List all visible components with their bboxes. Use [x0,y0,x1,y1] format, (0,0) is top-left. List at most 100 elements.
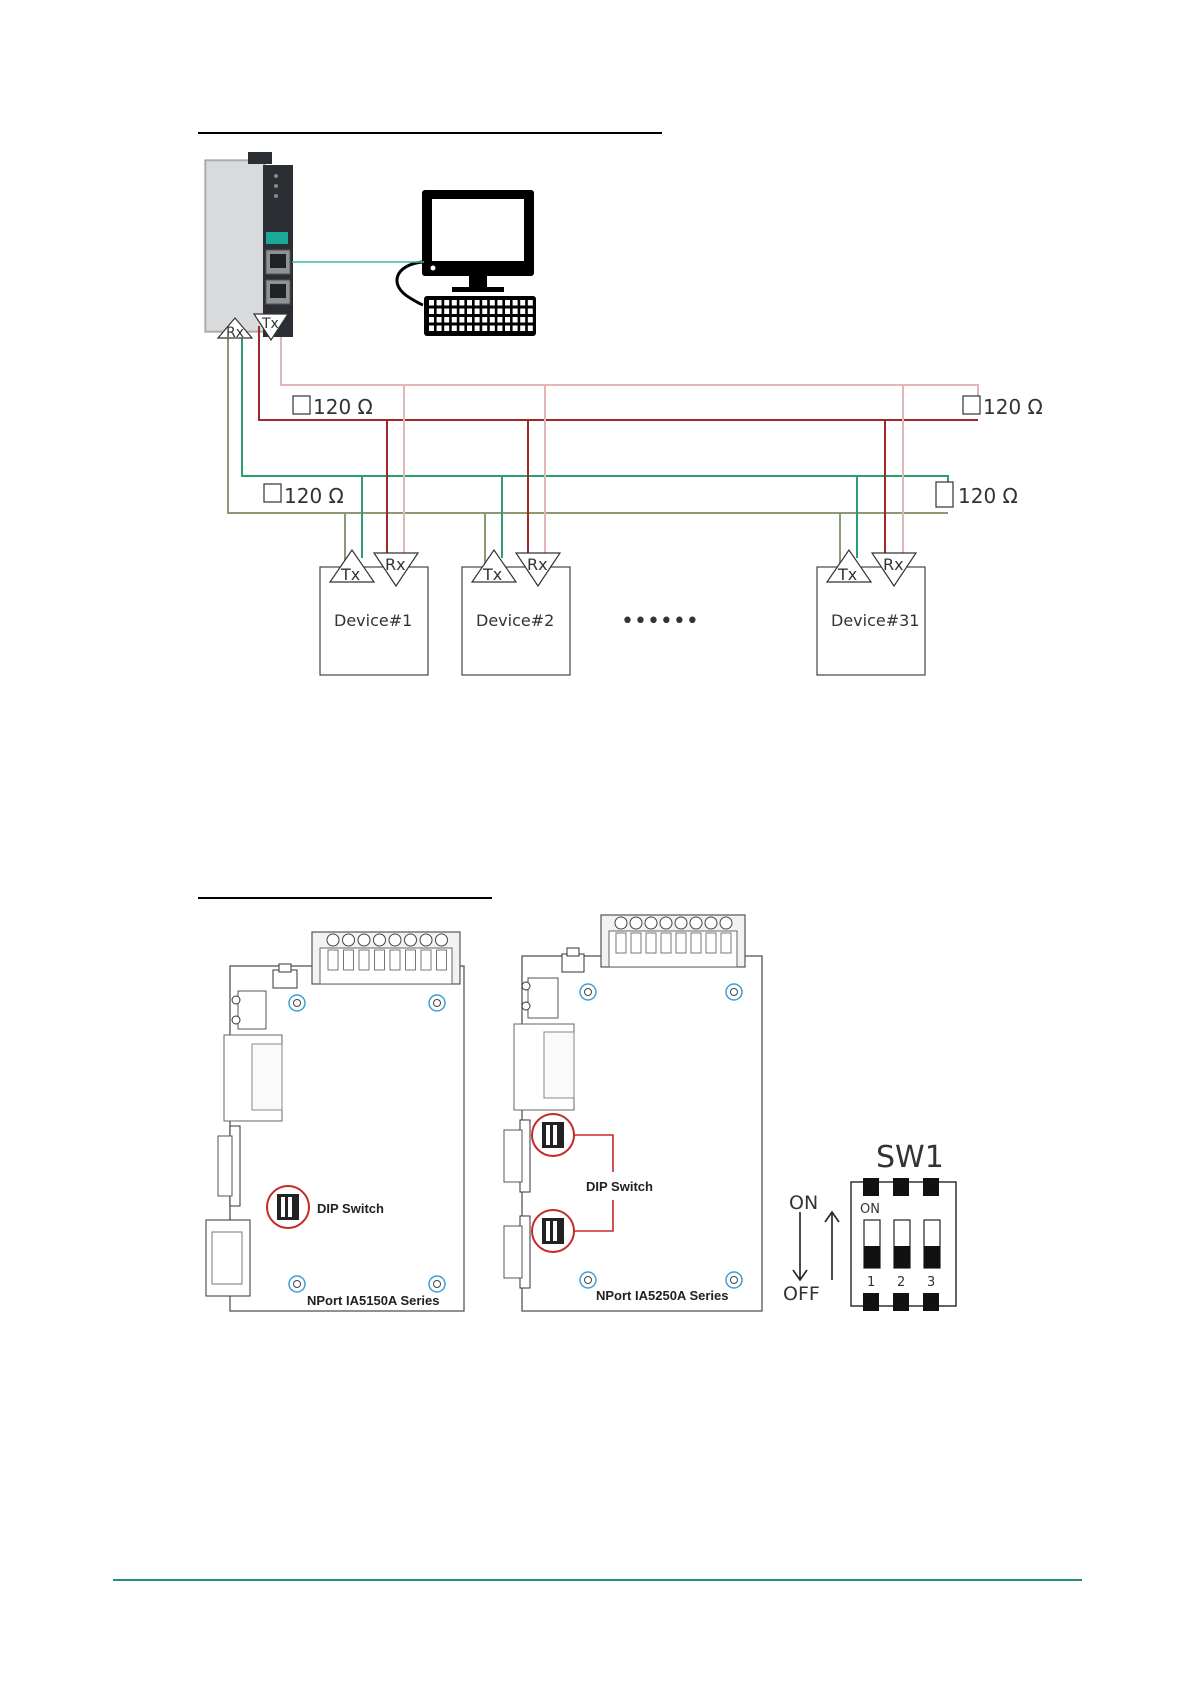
keyboard-key [490,309,495,315]
terminal-pin [375,950,385,970]
terminal-screw [660,917,672,929]
keyboard-key [520,300,525,306]
keyboard-key [459,326,464,332]
dip-switch-label: DIP Switch [586,1179,653,1194]
keyboard-key [437,317,442,323]
keyboard-key [452,309,457,315]
sw1-dip-switch: SW1 ON OFF ON 1 2 3 [783,1140,956,1311]
terminal-pin [676,933,686,953]
terminal-pin [691,933,701,953]
keyboard-key [482,326,487,332]
terminal-pin [344,950,354,970]
keyboard-key [497,317,502,323]
terminal-screw [690,917,702,929]
keyboard-key [528,300,533,306]
board-model-label: NPort IA5150A Series [307,1293,439,1308]
keyboard-key [505,326,510,332]
resistor-bottom-left: 120 Ω [264,484,344,508]
terminal-pin [631,933,641,953]
keyboard-key [520,317,525,323]
sw1-on-inner-label: ON [860,1202,880,1217]
keyboard-key [429,300,434,306]
terminal-screw [720,917,732,929]
bus-line-tx-plus [281,337,978,408]
keyboard-key [528,317,533,323]
keyboard-key [520,309,525,315]
resistor-label: 120 Ω [313,395,373,419]
keyboard-key [482,317,487,323]
keyboard-key [490,317,495,323]
terminal-pin [437,950,447,970]
device-rx-label: Rx [527,555,548,574]
keyboard-key [459,309,464,315]
keyboard-key [505,317,510,323]
keyboard-key [497,326,502,332]
terminal-screw [675,917,687,929]
keyboard-key [528,326,533,332]
terminal-pin [421,950,431,970]
keyboard-key [505,309,510,315]
terminal-screw [705,917,717,929]
device-box-1: Tx Rx Device#1 [320,550,428,675]
sw1-position-label: 1 [867,1275,875,1290]
gateway-rx-label: Rx [226,325,244,341]
terminal-screw [420,934,432,946]
device-box-2: Tx Rx Device#2 [462,550,570,675]
keyboard-key [444,300,449,306]
keyboard-key [490,300,495,306]
gateway-tx-label: Tx [261,316,279,332]
computer-icon [397,190,536,336]
keyboard-key [497,309,502,315]
keyboard-key [520,326,525,332]
device-box-31: Tx Rx Device#31 [817,550,925,675]
device-tx-label: Tx [837,565,857,584]
keyboard-key [513,309,518,315]
device-name: Device#1 [334,611,412,630]
device-ellipsis: •••••• [621,609,699,634]
keyboard-key [513,300,518,306]
off-arrow-icon [793,1212,807,1280]
device-name: Device#2 [476,611,554,630]
keyboard-key [444,317,449,323]
keyboard-key [513,326,518,332]
keyboard-key [482,300,487,306]
pcb-board-ia5250a: DIP Switch NPort IA5250A Series [504,915,762,1311]
keyboard-key [490,326,495,332]
terminal-pin [661,933,671,953]
pcb-board-ia5150a: DIP Switch NPort IA5150A Series [206,932,464,1311]
dip-switch-label: DIP Switch [317,1201,384,1216]
terminal-screw [358,934,370,946]
resistor-top-left: 120 Ω [293,395,373,419]
terminal-pin [390,950,400,970]
device-name: Device#31 [831,611,919,630]
keyboard-key [444,309,449,315]
sw1-position-label: 2 [897,1275,905,1290]
sw1-position-label: 3 [927,1275,935,1290]
device-rx-label: Rx [883,555,904,574]
terminal-pin [616,933,626,953]
keyboard-key [437,326,442,332]
terminal-pin [706,933,716,953]
keyboard-key [459,317,464,323]
resistor-label: 120 Ω [958,484,1018,508]
keyboard-key [437,300,442,306]
keyboard-key [452,300,457,306]
sw1-title: SW1 [876,1140,944,1175]
terminal-screw [405,934,417,946]
device-rx-label: Rx [385,555,406,574]
resistor-bottom-right: 120 Ω [936,482,1018,508]
resistor-top-right: 120 Ω [963,395,1043,419]
sw1-on-label: ON [789,1192,818,1214]
device-tx-label: Tx [340,565,360,584]
keyboard-key [467,317,472,323]
device-tx-label: Tx [482,565,502,584]
keyboard-key [429,326,434,332]
keyboard-key [452,326,457,332]
keyboard-key [429,317,434,323]
keyboard-key [467,309,472,315]
keyboard-key [497,300,502,306]
keyboard-key [452,317,457,323]
keyboard-key [505,300,510,306]
sw1-off-label: OFF [783,1283,820,1305]
